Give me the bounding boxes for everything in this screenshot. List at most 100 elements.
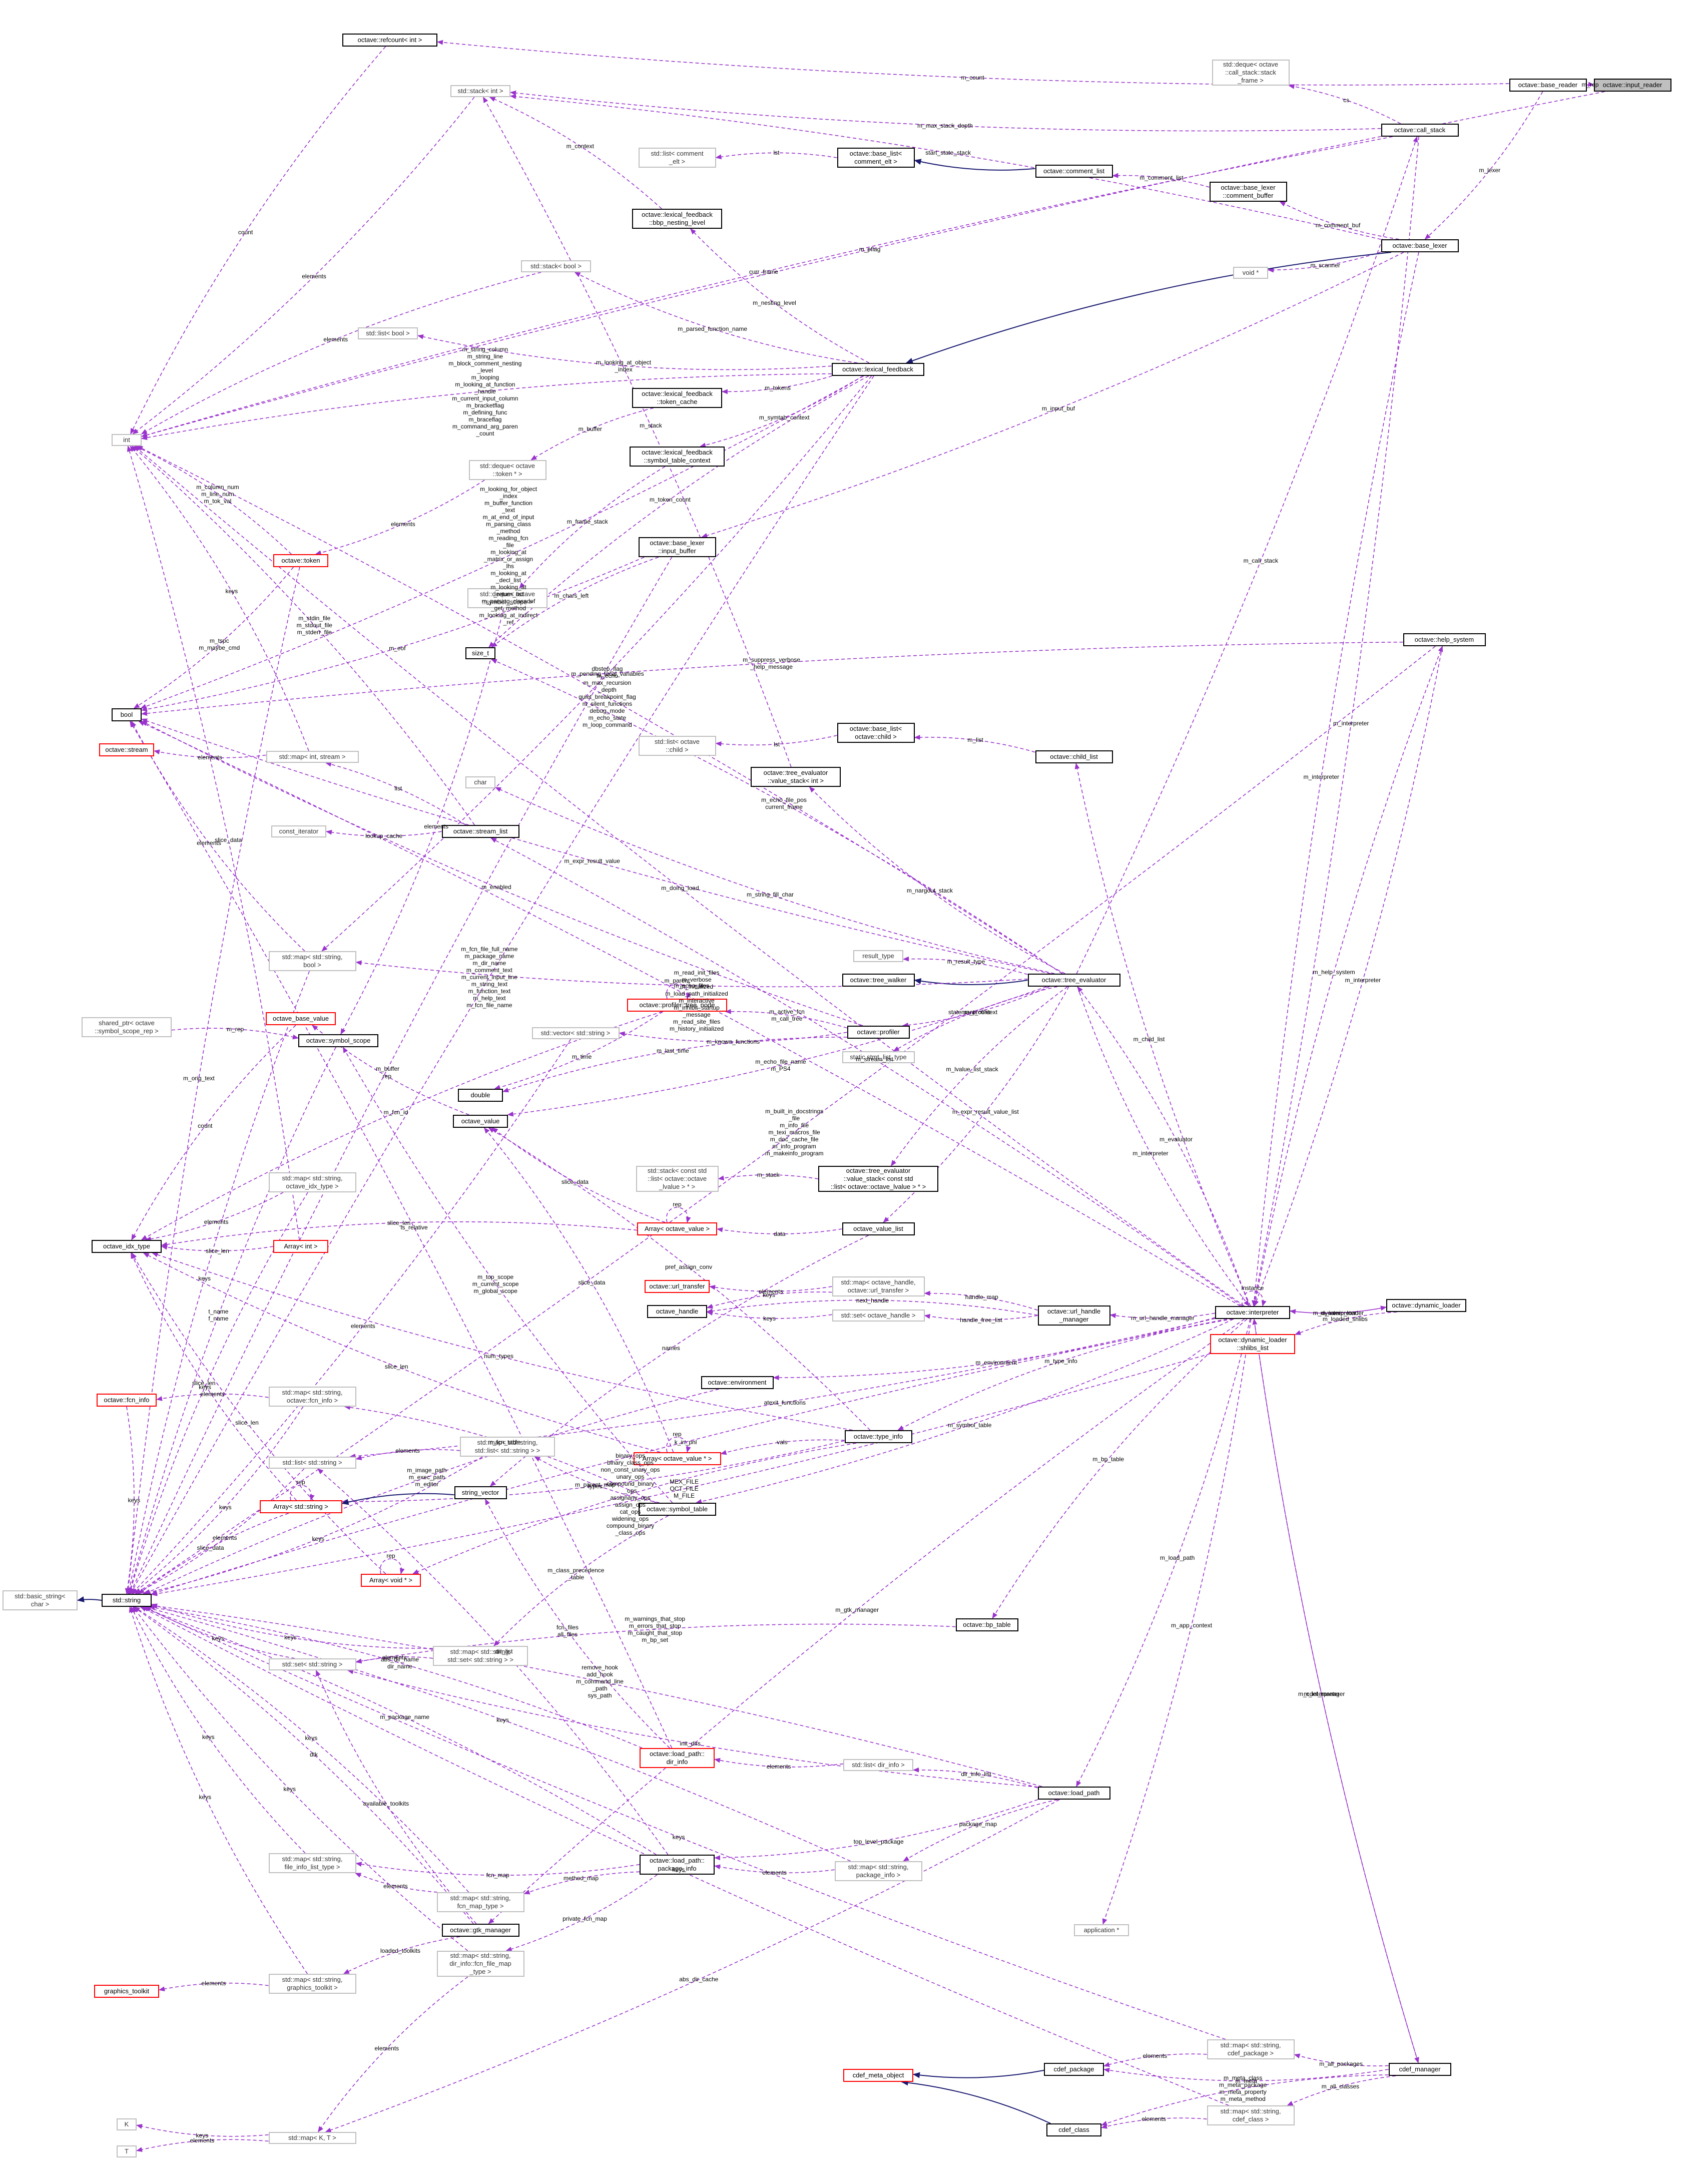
node-deque-symbol-scope[interactable]: std::deque< octave ::symbol_scope > (467, 588, 547, 608)
node-set-handle[interactable]: std::set< octave_handle > (832, 1310, 925, 1322)
node-size-t[interactable]: size_t (465, 647, 495, 659)
node-environment[interactable]: octave::environment (701, 1376, 774, 1389)
node-void-ptr[interactable]: void * (1233, 267, 1268, 279)
node-map-int-stream[interactable]: std::map< int, stream > (266, 751, 359, 763)
node-load-path[interactable]: octave::load_path (1037, 1787, 1110, 1800)
node-array-int[interactable]: Array< int > (273, 1240, 328, 1253)
node-fcn-info[interactable]: octave::fcn_info (97, 1394, 157, 1407)
node-refcount[interactable]: octave::refcount< int > (342, 34, 437, 47)
node-tree-evaluator[interactable]: octave::tree_evaluator (1027, 974, 1120, 987)
node-vector-string[interactable]: std::vector< std::string > (531, 1027, 620, 1039)
node-char[interactable]: char (465, 776, 495, 788)
node-input-buffer[interactable]: octave::base_lexer ::input_buffer (638, 537, 716, 557)
node-array-octave-value-ptr[interactable]: Array< octave_value * > (633, 1452, 721, 1465)
node-octave-idx-type[interactable]: octave_idx_type (92, 1240, 162, 1253)
node-string-vector[interactable]: string_vector (454, 1486, 507, 1499)
node-comment-list[interactable]: octave::comment_list (1035, 165, 1113, 178)
node-cdef-manager[interactable]: cdef_manager (1388, 2063, 1451, 2076)
node-octave-value-list[interactable]: octave_value_list (842, 1222, 915, 1235)
node-map-package-info[interactable]: std::map< std::string, package_info > (834, 1861, 922, 1881)
node-base-reader[interactable]: octave::base_reader (1509, 79, 1587, 92)
node-token[interactable]: octave::token (273, 554, 328, 567)
node-lexical-feedback[interactable]: octave::lexical_feedback (831, 363, 924, 376)
node-bbp-nesting[interactable]: octave::lexical_feedback ::bbp_nesting_l… (632, 209, 722, 229)
node-deque-token[interactable]: std::deque< octave ::token * > (468, 460, 546, 480)
node-map-cdef-package[interactable]: std::map< std::string, cdef_package > (1207, 2039, 1295, 2059)
node-array-string[interactable]: Array< std::string > (259, 1500, 342, 1513)
node-cdef-meta-object[interactable]: cdef_meta_object (843, 2069, 913, 2082)
node-cdef-package[interactable]: cdef_package (1044, 2063, 1104, 2076)
node-map-file-info-list[interactable]: std::map< std::string, file_info_list_ty… (268, 1853, 356, 1873)
node-type-info[interactable]: octave::type_info (844, 1430, 912, 1443)
node-set-string[interactable]: std::set< std::string > (268, 1658, 356, 1670)
node-const-iterator[interactable]: const_iterator (271, 825, 326, 837)
node-base-lexer[interactable]: octave::base_lexer (1381, 239, 1459, 252)
node-map-fcn-map[interactable]: std::map< std::string, fcn_map_type > (436, 1892, 524, 1912)
node-map-cdef-class[interactable]: std::map< std::string, cdef_class > (1207, 2105, 1295, 2125)
node-octave-value[interactable]: octave_value (453, 1115, 508, 1128)
node-child-list[interactable]: octave::child_list (1035, 750, 1113, 763)
node-list-bool[interactable]: std::list< bool > (358, 327, 418, 339)
node-map-set-string[interactable]: std::map< std::string, std::set< std::st… (433, 1646, 528, 1666)
node-comment-buffer[interactable]: octave::base_lexer ::comment_buffer (1209, 182, 1287, 202)
node-list-string[interactable]: std::list< std::string > (268, 1457, 356, 1469)
node-base-list-comment[interactable]: octave::base_list< comment_elt > (837, 148, 915, 168)
node-dir-info[interactable]: octave::load_path:: dir_info (640, 1748, 715, 1768)
node-call-stack[interactable]: octave::call_stack (1381, 124, 1459, 137)
node-base-list-child[interactable]: octave::base_list< octave::child > (837, 723, 915, 743)
node-value-stack-list[interactable]: octave::tree_evaluator ::value_stack< co… (818, 1166, 938, 1192)
node-map-graphics-toolkit[interactable]: std::map< std::string, graphics_toolkit … (268, 1974, 356, 1994)
node-shared-ptr[interactable]: shared_ptr< octave ::symbol_scope_rep > (82, 1017, 172, 1037)
node-input-reader[interactable]: octave::input_reader (1593, 79, 1671, 92)
node-map-idx-type[interactable]: std::map< std::string, octave_idx_type > (268, 1172, 356, 1192)
node-map-K-T[interactable]: std::map< K, T > (268, 2132, 356, 2144)
node-result-type[interactable]: result_type (853, 950, 903, 962)
node-url-handle-manager[interactable]: octave::url_handle _manager (1037, 1306, 1110, 1326)
node-array-octave-value[interactable]: Array< octave_value > (637, 1222, 717, 1235)
node-shlibs-list[interactable]: octave::dynamic_loader ::shlibs_list (1210, 1334, 1295, 1354)
node-help-system[interactable]: octave::help_system (1403, 633, 1486, 646)
node-dynamic-loader[interactable]: octave::dynamic_loader (1386, 1299, 1466, 1312)
node-map-list-string[interactable]: std::map< std::string, std::list< std::s… (460, 1437, 555, 1457)
node-list-child[interactable]: std::list< octave ::child > (638, 736, 716, 756)
node-K[interactable]: K (117, 2118, 137, 2130)
node-symbol-table[interactable]: octave::symbol_table (638, 1503, 716, 1516)
node-map-fcn-info[interactable]: std::map< std::string, octave::fcn_info … (268, 1387, 356, 1407)
node-list-comment[interactable]: std::list< comment _elt > (638, 148, 716, 168)
node-deque-call-stack[interactable]: std::deque< octave ::call_stack::stack _… (1212, 60, 1290, 86)
node-graphics-toolkit[interactable]: graphics_toolkit (94, 1985, 159, 1998)
node-map-string-bool[interactable]: std::map< std::string, bool > (268, 951, 356, 971)
node-cdef-class[interactable]: cdef_class (1046, 2123, 1101, 2136)
node-package-info[interactable]: octave::load_path:: package_info (640, 1855, 715, 1875)
node-std-string[interactable]: std::string (102, 1594, 152, 1607)
node-map-handle-url[interactable]: std::map< octave_handle, octave::url_tra… (832, 1276, 925, 1296)
node-octave-handle[interactable]: octave_handle (647, 1305, 707, 1318)
node-interpreter[interactable]: octave::interpreter (1215, 1306, 1290, 1319)
node-map-dir-info-fcn[interactable]: std::map< std::string, dir_info::fcn_fil… (436, 1951, 524, 1977)
node-symbol-table-context[interactable]: octave::lexical_feedback ::symbol_table_… (630, 447, 725, 467)
node-stack-const-list[interactable]: std::stack< const std ::list< octave::oc… (636, 1166, 719, 1192)
node-tree-node[interactable]: octave::profiler::tree_node (627, 999, 727, 1012)
node-double[interactable]: double (458, 1089, 503, 1102)
node-stream[interactable]: octave::stream (99, 743, 154, 756)
node-stmt-list-type[interactable]: static stmt_list_type (842, 1051, 915, 1063)
node-url-transfer[interactable]: octave::url_transfer (645, 1280, 710, 1293)
node-stack-bool[interactable]: std::stack< bool > (521, 260, 591, 272)
node-stream-list[interactable]: octave::stream_list (441, 825, 519, 838)
node-symbol-scope[interactable]: octave::symbol_scope (298, 1034, 378, 1047)
node-profiler[interactable]: octave::profiler (847, 1026, 910, 1039)
node-basic-string[interactable]: std::basic_string< char > (3, 1590, 78, 1610)
node-base-value[interactable]: octave_base_value (266, 1012, 336, 1025)
node-bp-table[interactable]: octave::bp_table (955, 1618, 1018, 1631)
node-array-void[interactable]: Array< void * > (361, 1574, 421, 1587)
node-stack-int[interactable]: std::stack< int > (450, 85, 510, 97)
node-bool[interactable]: bool (112, 708, 142, 721)
node-list-dir-info[interactable]: std::list< dir_info > (843, 1759, 913, 1771)
node-T[interactable]: T (117, 2145, 137, 2157)
node-token-cache[interactable]: octave::lexical_feedback ::token_cache (632, 388, 722, 408)
node-gtk-manager[interactable]: octave::gtk_manager (441, 1924, 519, 1937)
node-tree-walker[interactable]: octave::tree_walker (842, 974, 915, 987)
node-value-stack-int[interactable]: octave::tree_evaluator ::value_stack< in… (751, 767, 841, 787)
node-int[interactable]: int (112, 434, 142, 446)
node-application[interactable]: application * (1074, 1924, 1129, 1936)
